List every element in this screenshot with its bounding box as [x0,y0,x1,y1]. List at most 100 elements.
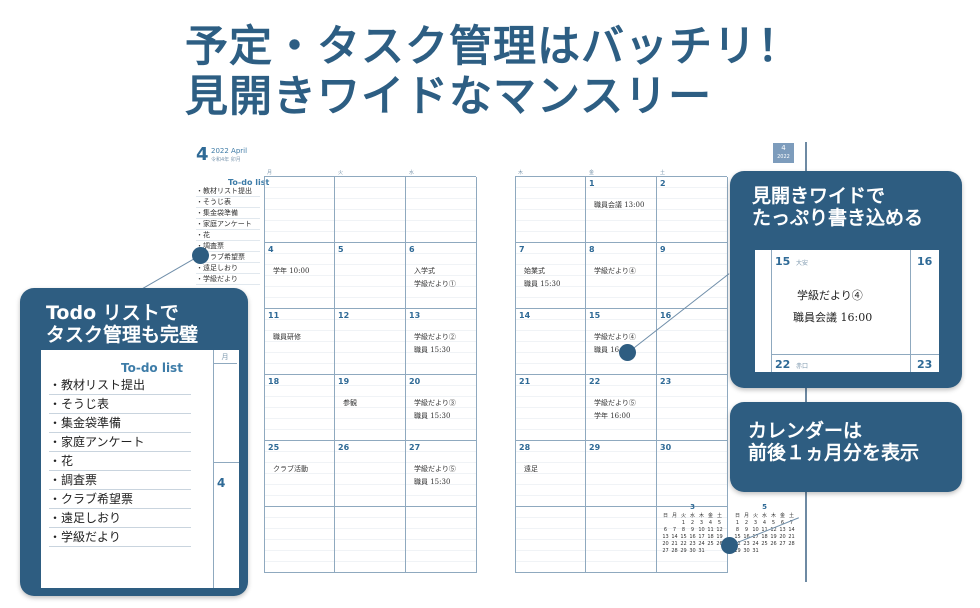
day-number: 28 [519,443,531,452]
month-tab[interactable]: 4 2022 [773,143,794,163]
wide-zoom-panel: 15 大安 16 学級だより④ 職員会議 16:00 22 赤口 23 [755,250,939,372]
cell-ruled-lines [516,309,585,374]
cell-ruled-lines [516,507,585,572]
mini-calendar-title: 3 [690,503,695,511]
calendar-cell[interactable] [406,507,477,573]
callout-wide: 見開きワイドで たっぷり書き込める 15 大安 16 学級だより④ 職員会議 1… [730,171,962,388]
callout-todo-line-2: タスク管理も完璧 [46,324,199,346]
wide-zoom-grid-line [910,250,911,372]
mini-calendar-day: 26 [716,541,723,547]
calendar-cell[interactable]: 2 [657,177,728,243]
mini-calendar-day: 12 [716,527,723,533]
pointer-dot-calendar [721,537,738,554]
mini-calendar-day: 12 [770,527,777,533]
cell-note: 学級だより⑤ [594,399,636,407]
calendar-cell[interactable]: 29 [586,441,657,507]
mini-calendar-day: 26 [770,541,777,547]
cell-ruled-lines [265,507,334,572]
calendar-cell[interactable] [264,507,335,573]
cell-ruled-lines [335,507,405,572]
todo-item: ・集金袋準備 [196,208,260,219]
calendar-cell[interactable] [406,177,477,243]
calendar-cell[interactable] [515,177,586,243]
calendar-cell[interactable]: 5 [335,243,406,309]
day-number: 25 [268,443,280,452]
mini-calendar-next: 5日月火水木金土12345678910111213141516171819202… [733,504,796,555]
mini-calendar-day: 20 [779,534,786,540]
calendar-cell[interactable]: 12 [335,309,406,375]
calendar-cell[interactable]: 30 [657,441,728,507]
cell-note: 職員 15:30 [524,280,561,288]
mini-calendar-day: 10 [698,527,705,533]
cell-ruled-lines [406,177,476,242]
wide-zoom-day-22: 22 [775,358,791,371]
calendar-cell[interactable] [586,507,657,573]
todo-item: ・そうじ表 [196,197,260,208]
day-number: 6 [409,245,415,254]
mini-calendar-day: 11 [707,527,714,533]
todo-zoom-title: To-do list [121,361,183,375]
calendar-cell[interactable]: 26 [335,441,406,507]
calendar-cell[interactable] [335,507,406,573]
mini-calendar-day: 水 [689,513,695,519]
cell-note: 学級だより④ [594,333,636,341]
mini-calendar-day: 25 [707,541,714,547]
cell-ruled-lines [586,507,656,572]
mini-calendar-day: 19 [716,534,723,540]
day-number: 16 [660,311,672,320]
calendar-cell[interactable]: 9 [657,243,728,309]
calendar-cell[interactable]: 16 [657,309,728,375]
todo-zoom-grid-edge [213,350,233,588]
calendar-cell[interactable] [335,177,406,243]
headline: 予定・タスク管理はバッチリ！ 見開きワイドなマンスリー [185,22,801,122]
cell-ruled-lines [657,507,727,572]
day-header: 水 [409,170,415,176]
month-tab-year: 2022 [777,154,790,160]
calendar-cell[interactable]: 21 [515,375,586,441]
cell-ruled-lines [265,441,334,506]
day-number: 21 [519,377,531,386]
day-number: 18 [268,377,280,386]
mini-calendar-day: 2 [690,520,695,526]
mini-calendar-day: 18 [761,534,768,540]
day-header: 月 [267,170,273,176]
calendar-cell[interactable] [515,507,586,573]
mini-calendar-title: 5 [762,503,767,511]
calendar-cell[interactable]: 18 [264,375,335,441]
day-number: 4 [268,245,274,254]
wide-zoom-grid-line [771,250,772,372]
mini-calendar-day: 23 [689,541,696,547]
wide-zoom-note-2: 職員会議 16:00 [793,311,873,324]
calendar-cell[interactable] [264,177,335,243]
cell-note: 学級だより③ [414,399,456,407]
todo-list: ・教材リスト提出・そうじ表・集金袋準備・家庭アンケート・花・調査票・クラブ希望票… [196,186,260,285]
day-number: 14 [519,311,531,320]
calendar-cell[interactable]: 23 [657,375,728,441]
wide-zoom-day-23: 23 [917,358,933,371]
callout-calendar: カレンダーは 前後１ヵ月分を表示 [730,402,962,492]
day-number: 22 [589,377,601,386]
mini-calendar-day: 14 [671,534,678,540]
cell-note: 学級だより⑤ [414,465,456,473]
cell-note: 遠足 [524,465,538,473]
calendar-cell[interactable]: 28 遠足 [515,441,586,507]
calendar-cell[interactable]: 14 [515,309,586,375]
todo-zoom-item: ・学級だより [49,528,191,547]
